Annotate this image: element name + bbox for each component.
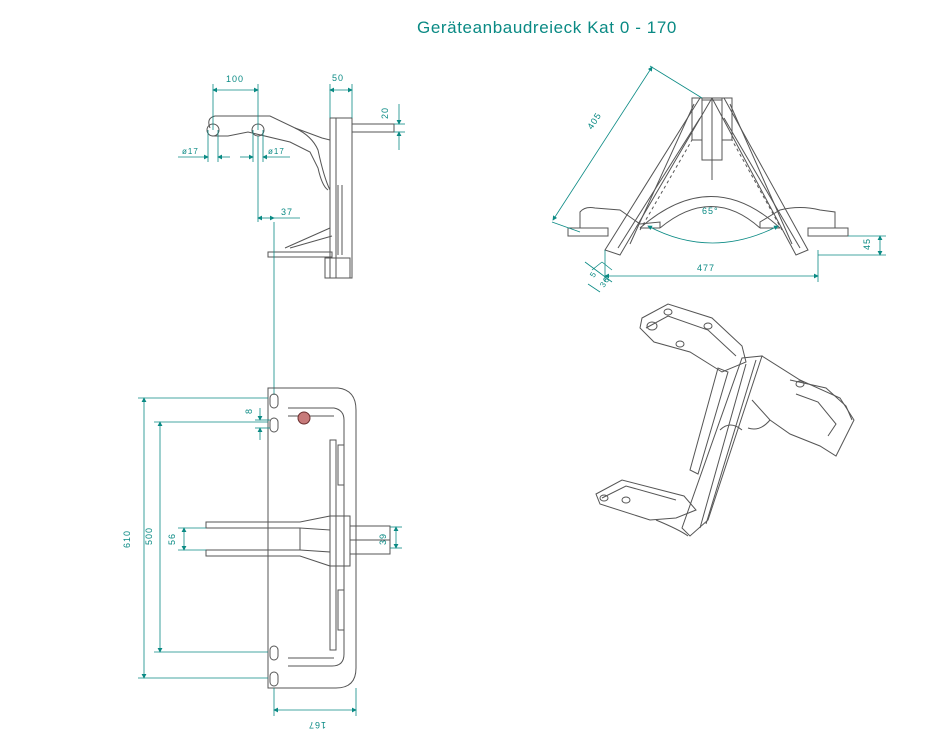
dim-65: 65° (702, 206, 719, 216)
dim-d17-right: ø17 (268, 147, 285, 156)
top-view (567, 97, 849, 256)
bolt-icon (297, 411, 311, 425)
side-view-labels: 100 50 20 ø17 ø17 37 (182, 73, 390, 217)
front-view (205, 387, 391, 689)
front-view-dimensions (138, 397, 402, 716)
front-view-labels: 610 500 56 39 8 167 (122, 408, 388, 730)
dim-500: 500 (144, 527, 154, 545)
dim-d17-left: ø17 (182, 147, 199, 156)
drawing-title: Geräteanbaudreieck Kat 0 - 170 (417, 18, 677, 37)
dim-610: 610 (122, 530, 132, 548)
side-view (206, 115, 395, 279)
dim-45: 45 (862, 238, 872, 250)
side-view-dimensions (178, 84, 405, 395)
dim-39: 39 (378, 533, 388, 545)
dim-20: 20 (380, 107, 390, 119)
dim-56: 56 (167, 533, 177, 545)
top-view-dimensions (551, 65, 886, 293)
dim-100: 100 (226, 74, 244, 84)
dim-50: 50 (332, 73, 344, 83)
dim-167: 167 (308, 720, 326, 730)
top-view-labels: 405 477 45 65° 5 36 (585, 111, 872, 290)
dim-405: 405 (585, 111, 603, 132)
dim-477: 477 (697, 263, 715, 273)
dim-37: 37 (281, 207, 293, 217)
dim-36: 36 (598, 275, 611, 289)
dim-8: 8 (244, 408, 254, 414)
isometric-view (595, 303, 855, 537)
dim-5: 5 (588, 270, 599, 279)
